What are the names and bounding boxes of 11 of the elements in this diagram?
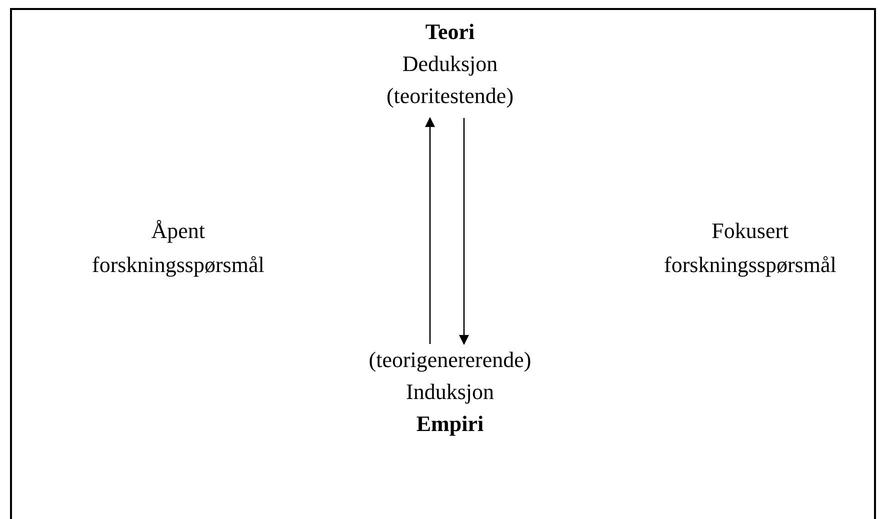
text: Deduksjon xyxy=(402,50,498,78)
label-text: Fokusert forskningsspørsmål xyxy=(664,217,836,279)
frame-box xyxy=(10,8,876,519)
text: Induksjon xyxy=(406,378,494,406)
heading-text: Empiri xyxy=(416,410,484,438)
heading-text: Teori xyxy=(425,18,475,46)
text: (teoritestende) xyxy=(386,82,514,110)
arrow xyxy=(425,117,435,344)
label-text: Åpent forskningsspørsmål xyxy=(92,217,264,279)
arrow xyxy=(459,118,469,345)
text: (teorigenererende) xyxy=(368,346,532,374)
